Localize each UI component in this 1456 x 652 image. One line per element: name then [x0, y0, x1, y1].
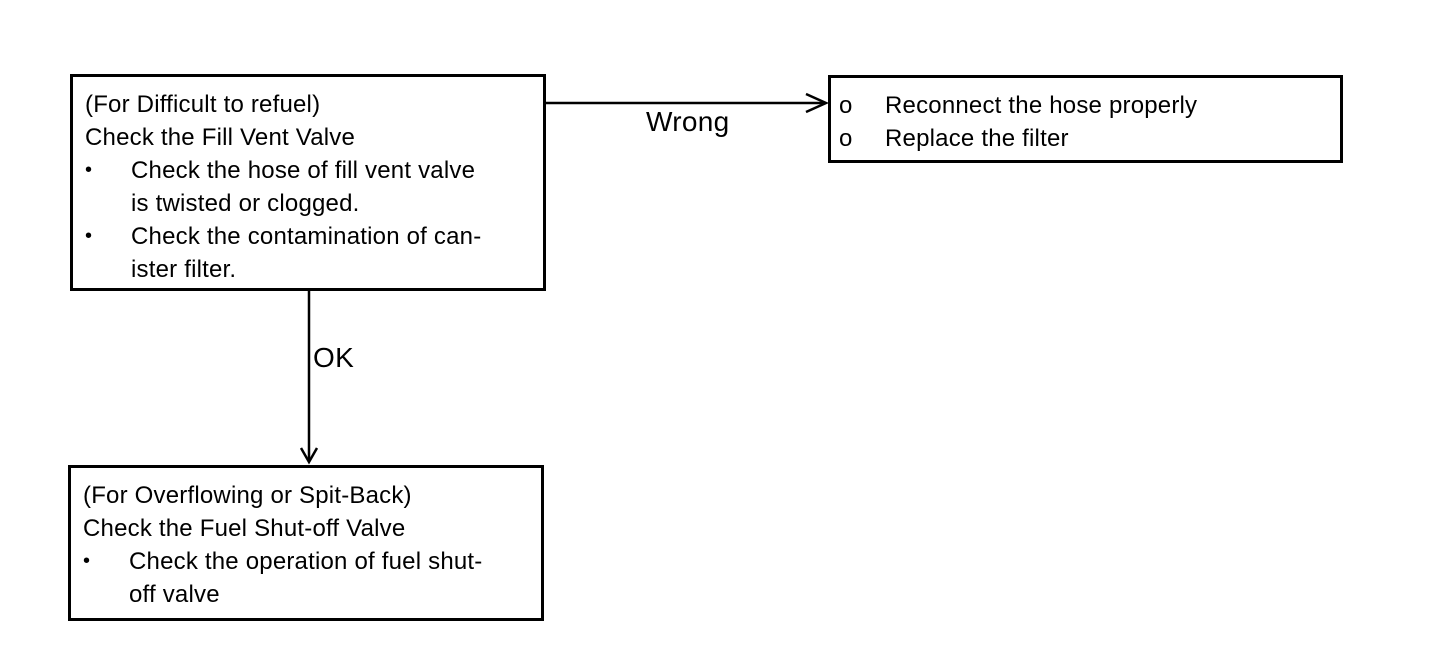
- wrong-arrow-label: Wrong: [646, 106, 730, 137]
- box-fuel-shutoff-heading-line: Check the Fuel Shut-off Valve: [83, 515, 406, 542]
- list-item-text: Replace the filter: [885, 125, 1069, 152]
- bullet-text-line: Check the operation of fuel shut-: [129, 548, 483, 575]
- list-item: o Reconnect the hose properly: [839, 89, 1332, 122]
- list-item: o Replace the filter: [839, 122, 1332, 155]
- bullet-item: • Check the hose of fill vent valve is t…: [85, 154, 535, 220]
- circle-bullet-icon: o: [839, 92, 853, 119]
- box-fill-vent-valve: (For Difficult to refuel) Check the Fill…: [70, 74, 546, 291]
- bullet-text-line: is twisted or clogged.: [131, 190, 360, 217]
- bullet-text-line: Check the hose of fill vent valve: [131, 157, 476, 184]
- bullet-icon: •: [83, 550, 91, 572]
- box-remedy-actions: o Reconnect the hose properly o Replace …: [828, 75, 1343, 163]
- box-fill-vent-heading-line: Check the Fill Vent Valve: [85, 124, 356, 151]
- bullet-text: Check the contamination of can- ister fi…: [131, 220, 535, 286]
- bullet-text-line: ister filter.: [131, 256, 237, 283]
- bullet-text: Check the operation of fuel shut- off va…: [129, 545, 533, 611]
- list-item-text: Reconnect the hose properly: [885, 92, 1198, 119]
- box-fuel-shut-off-valve: (For Overflowing or Spit-Back) Check the…: [68, 465, 544, 621]
- bullet-text-line: off valve: [129, 581, 220, 608]
- bullet-item: • Check the contamination of can- ister …: [85, 220, 535, 286]
- bullet-item: • Check the operation of fuel shut- off …: [83, 545, 533, 611]
- ok-arrow-label: OK: [313, 342, 355, 373]
- bullet-icon: •: [85, 159, 93, 181]
- bullet-text-line: Check the contamination of can-: [131, 223, 482, 250]
- box-fuel-shutoff-heading-line: (For Overflowing or Spit-Back): [83, 482, 412, 509]
- bullet-text: Check the hose of fill vent valve is twi…: [131, 154, 535, 220]
- ok-arrow: [299, 291, 319, 465]
- box-fill-vent-heading-line: (For Difficult to refuel): [85, 91, 321, 118]
- circle-bullet-icon: o: [839, 125, 853, 152]
- bullet-icon: •: [85, 225, 93, 247]
